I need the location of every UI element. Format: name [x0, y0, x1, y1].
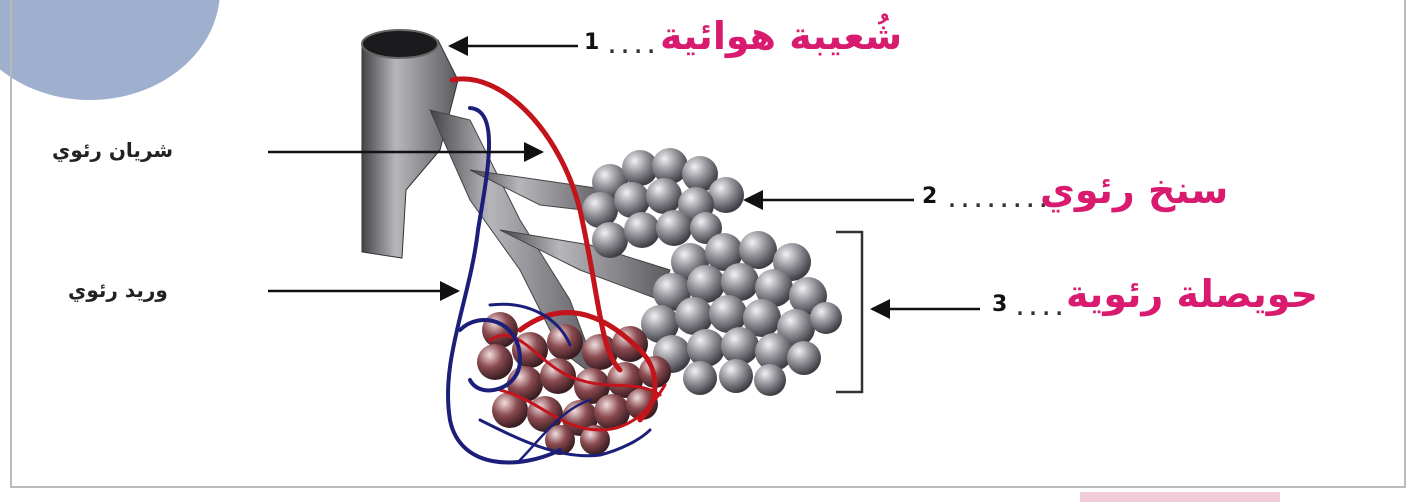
label-bronchiole: شُعيبة هوائية: [660, 14, 902, 58]
label-alveolar-sac: سنخ رئوي: [1040, 168, 1228, 212]
leader-dots-3: ....: [1014, 296, 1066, 320]
label-lung-vein: وريد رئوي: [68, 278, 168, 302]
label-lung-artery: شريان رئوي: [52, 138, 173, 162]
label-alveolus: حويصلة رئوية: [1066, 272, 1318, 316]
label-number-1: 1: [584, 30, 599, 55]
leader-dots-1: ....: [606, 34, 658, 58]
label-number-2: 2: [922, 184, 937, 209]
bottom-decoration: [1080, 492, 1280, 502]
label-number-3: 3: [992, 292, 1007, 317]
leader-dots-2: ........: [946, 188, 1050, 212]
alveoli-cluster: [641, 231, 842, 396]
